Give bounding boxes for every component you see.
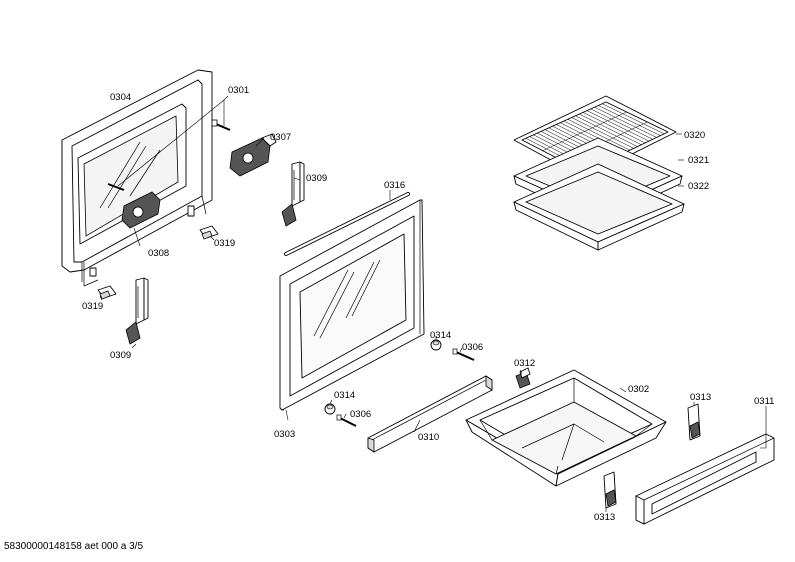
label-0304: 0304 [110,92,131,103]
rack-wire [590,108,653,140]
label-0302: 0302 [628,384,649,395]
runner-0313-upper [687,403,701,441]
door-handle-0310 [367,375,493,453]
label-0313-upper: 0313 [690,392,711,403]
runner-0313-lower [603,471,617,509]
label-0309-lower: 0309 [110,350,131,361]
label-0311: 0311 [754,396,774,407]
label-0306-lower: 0306 [350,409,371,420]
clip-0319-upper [199,225,219,240]
rack-wire [586,110,650,142]
hinge-arm-upper [281,161,305,227]
label-0320: 0320 [684,130,705,141]
inner-door-frame [61,69,213,287]
door-seal-0316 [284,192,410,256]
screw-0306-lower [336,414,357,427]
clip-0319-lower [97,285,117,300]
label-0316: 0316 [384,180,405,191]
rack-wire [582,112,646,144]
knob-0314-upper [430,339,442,351]
label-0306-upper: 0306 [462,342,483,353]
label-0312: 0312 [514,358,535,369]
screw-0301 [107,119,231,191]
rack-wire [602,103,665,135]
leader-lines [99,95,767,512]
label-0313-lower: 0313 [594,512,615,523]
bracket-0312 [515,367,531,389]
rack-wire [571,117,634,149]
label-0303: 0303 [274,429,295,440]
label-0314-lower: 0314 [334,390,355,401]
label-0310: 0310 [418,432,439,443]
label-0307: 0307 [270,132,291,143]
label-0319-lower: 0319 [82,301,103,312]
footer-reference: 58300000148158 aet 000 a 3/5 [4,541,144,552]
label-0314-upper: 0314 [430,330,451,341]
hinge-block-0308 [121,191,161,229]
label-0301: 0301 [228,85,249,96]
rack-wire [579,113,642,145]
part-labels: 0304 0301 0307 0309 0308 0319 0319 0309 … [82,85,774,523]
label-0322: 0322 [688,181,709,192]
outer-door-0303 [279,199,425,411]
rack-crossbar [542,111,627,151]
drawer-front-panel-0311 [635,433,775,525]
hinge-arm-lower [125,277,149,345]
rack-wire [567,119,630,151]
rack-wire [575,115,638,147]
label-0319-upper: 0319 [214,238,235,249]
drawer-tray-0302 [465,369,667,487]
label-0308: 0308 [148,248,169,259]
rack-wire [598,105,661,136]
knob-0314-lower [324,403,336,415]
label-0309-upper: 0309 [306,173,327,184]
baking-tray-0322 [513,163,685,251]
rack-wire [594,106,657,138]
hinge-block-0307 [229,133,277,177]
label-0321: 0321 [688,155,709,166]
screw-0306-upper [452,348,475,361]
